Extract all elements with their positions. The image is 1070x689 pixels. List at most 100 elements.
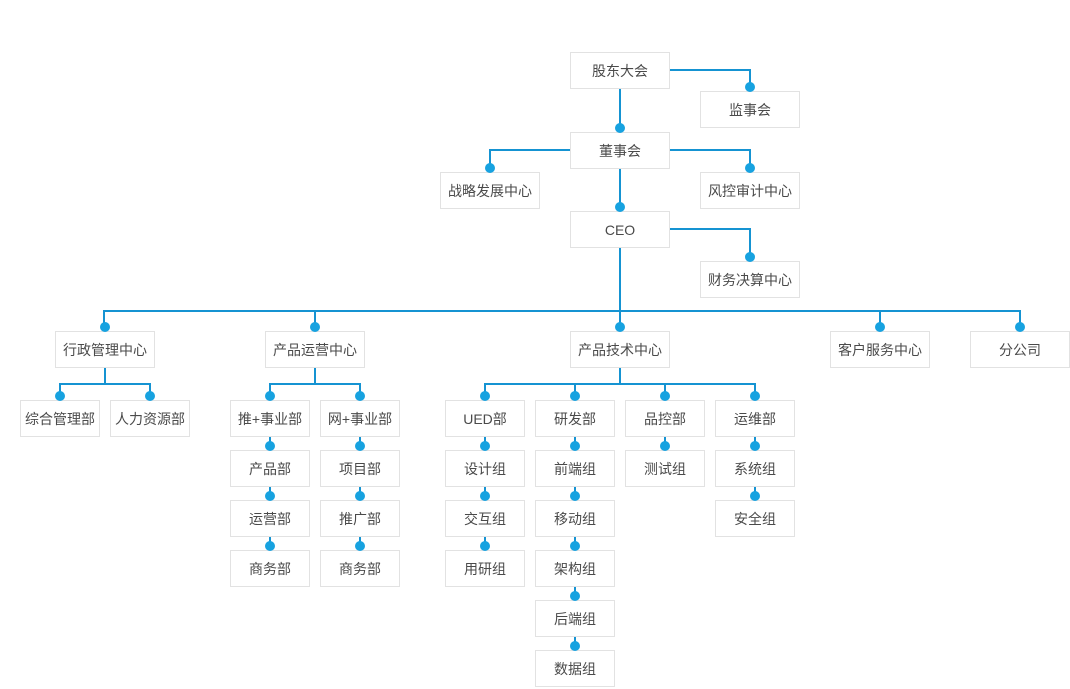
node-label: 移动组 xyxy=(554,510,596,527)
connector-line xyxy=(670,228,750,230)
connector-line xyxy=(103,310,1021,312)
connector-line xyxy=(314,310,316,331)
connector-dot xyxy=(355,441,365,451)
node-label: 测试组 xyxy=(644,460,686,477)
connector-line xyxy=(60,383,150,385)
node-label: 用研组 xyxy=(464,560,506,577)
connector-dot xyxy=(750,441,760,451)
connector-dot xyxy=(660,441,670,451)
connector-dot xyxy=(615,123,625,133)
connector-dot xyxy=(750,391,760,401)
connector-line xyxy=(619,169,621,211)
org-node-testing-team: 测试组 xyxy=(625,441,705,487)
connector-dot xyxy=(615,202,625,212)
org-node-project-dept: 项目部 xyxy=(320,441,400,487)
org-node-rd-dept: 研发部 xyxy=(535,391,615,437)
connector-dot xyxy=(145,391,155,401)
connector-dot xyxy=(570,491,580,501)
org-node-product-tech-center: 产品技术中心 xyxy=(570,322,670,368)
connector-dot xyxy=(1015,322,1025,332)
connector-dot xyxy=(570,641,580,651)
connector-line xyxy=(670,149,750,151)
node-label: 设计组 xyxy=(464,460,506,477)
node-label: 安全组 xyxy=(734,510,776,527)
connector-dot xyxy=(355,491,365,501)
node-label: 推广部 xyxy=(339,510,381,527)
connector-dot xyxy=(265,491,275,501)
org-node-mobile-team: 移动组 xyxy=(535,491,615,537)
connector-line xyxy=(103,310,105,331)
node-label: 推+事业部 xyxy=(237,410,303,427)
connector-dot xyxy=(55,391,65,401)
org-node-branch-company: 分公司 xyxy=(970,322,1070,368)
org-node-operations-dept: 运营部 xyxy=(230,491,310,537)
node-label: 商务部 xyxy=(249,560,291,577)
org-node-admin-center: 行政管理中心 xyxy=(55,322,155,368)
node-label: 运维部 xyxy=(734,410,776,427)
connector-dot xyxy=(570,541,580,551)
node-label: 产品技术中心 xyxy=(578,341,662,358)
org-node-customer-service-center: 客户服务中心 xyxy=(830,322,930,368)
org-node-supervisory-board: 监事会 xyxy=(700,82,800,128)
node-label: 商务部 xyxy=(339,560,381,577)
node-label: 产品运营中心 xyxy=(273,341,357,358)
org-node-hr-dept: 人力资源部 xyxy=(110,391,190,437)
connector-dot xyxy=(480,441,490,451)
node-label: 架构组 xyxy=(554,560,596,577)
org-node-qc-dept: 品控部 xyxy=(625,391,705,437)
org-node-business-dept-wang: 商务部 xyxy=(320,541,400,587)
org-node-product-ops-center: 产品运营中心 xyxy=(265,322,365,368)
org-node-strategy-center: 战略发展中心 xyxy=(440,163,540,209)
connector-dot xyxy=(745,252,755,262)
node-label: 运营部 xyxy=(249,510,291,527)
org-node-ceo: CEO xyxy=(570,202,670,248)
connector-dot xyxy=(100,322,110,332)
connector-line xyxy=(489,149,491,172)
node-label: 人力资源部 xyxy=(115,410,185,427)
node-label: 系统组 xyxy=(734,460,776,477)
node-label: 战略发展中心 xyxy=(448,182,532,199)
org-node-wang-division: 网+事业部 xyxy=(320,391,400,437)
connector-dot xyxy=(570,391,580,401)
connector-dot xyxy=(355,391,365,401)
org-node-ops-maintenance-dept: 运维部 xyxy=(715,391,795,437)
node-label: 产品部 xyxy=(249,460,291,477)
org-node-ued-dept: UED部 xyxy=(445,391,525,437)
org-node-data-team: 数据组 xyxy=(535,641,615,687)
node-label: 网+事业部 xyxy=(327,410,393,427)
connector-line xyxy=(619,310,621,331)
org-node-shareholders-meeting: 股东大会 xyxy=(570,52,670,89)
connector-dot xyxy=(310,322,320,332)
node-label: 交互组 xyxy=(464,510,506,527)
connector-line xyxy=(749,228,751,261)
org-node-interaction-team: 交互组 xyxy=(445,491,525,537)
node-label: UED部 xyxy=(463,410,507,427)
connector-line xyxy=(270,383,360,385)
node-label: 客户服务中心 xyxy=(838,341,922,358)
connector-dot xyxy=(355,541,365,551)
connector-line xyxy=(485,383,755,385)
connector-dot xyxy=(660,391,670,401)
connector-dot xyxy=(750,491,760,501)
connector-dot xyxy=(265,441,275,451)
node-label: 项目部 xyxy=(339,460,381,477)
connector-dot xyxy=(570,591,580,601)
connector-dot xyxy=(480,541,490,551)
connector-dot xyxy=(745,82,755,92)
org-node-frontend-team: 前端组 xyxy=(535,441,615,487)
connector-dot xyxy=(480,491,490,501)
connector-line xyxy=(749,69,751,91)
node-label: CEO xyxy=(604,221,636,238)
connector-dot xyxy=(265,541,275,551)
org-node-risk-audit-center: 风控审计中心 xyxy=(700,163,800,209)
node-label: 前端组 xyxy=(554,460,596,477)
connector-dot xyxy=(480,391,490,401)
connector-line xyxy=(879,310,881,331)
connector-dot xyxy=(570,441,580,451)
org-node-promotion-dept: 推广部 xyxy=(320,491,400,537)
connector-dot xyxy=(745,163,755,173)
node-label: 财务决算中心 xyxy=(708,271,792,288)
connector-dot xyxy=(485,163,495,173)
connector-line xyxy=(619,89,621,132)
